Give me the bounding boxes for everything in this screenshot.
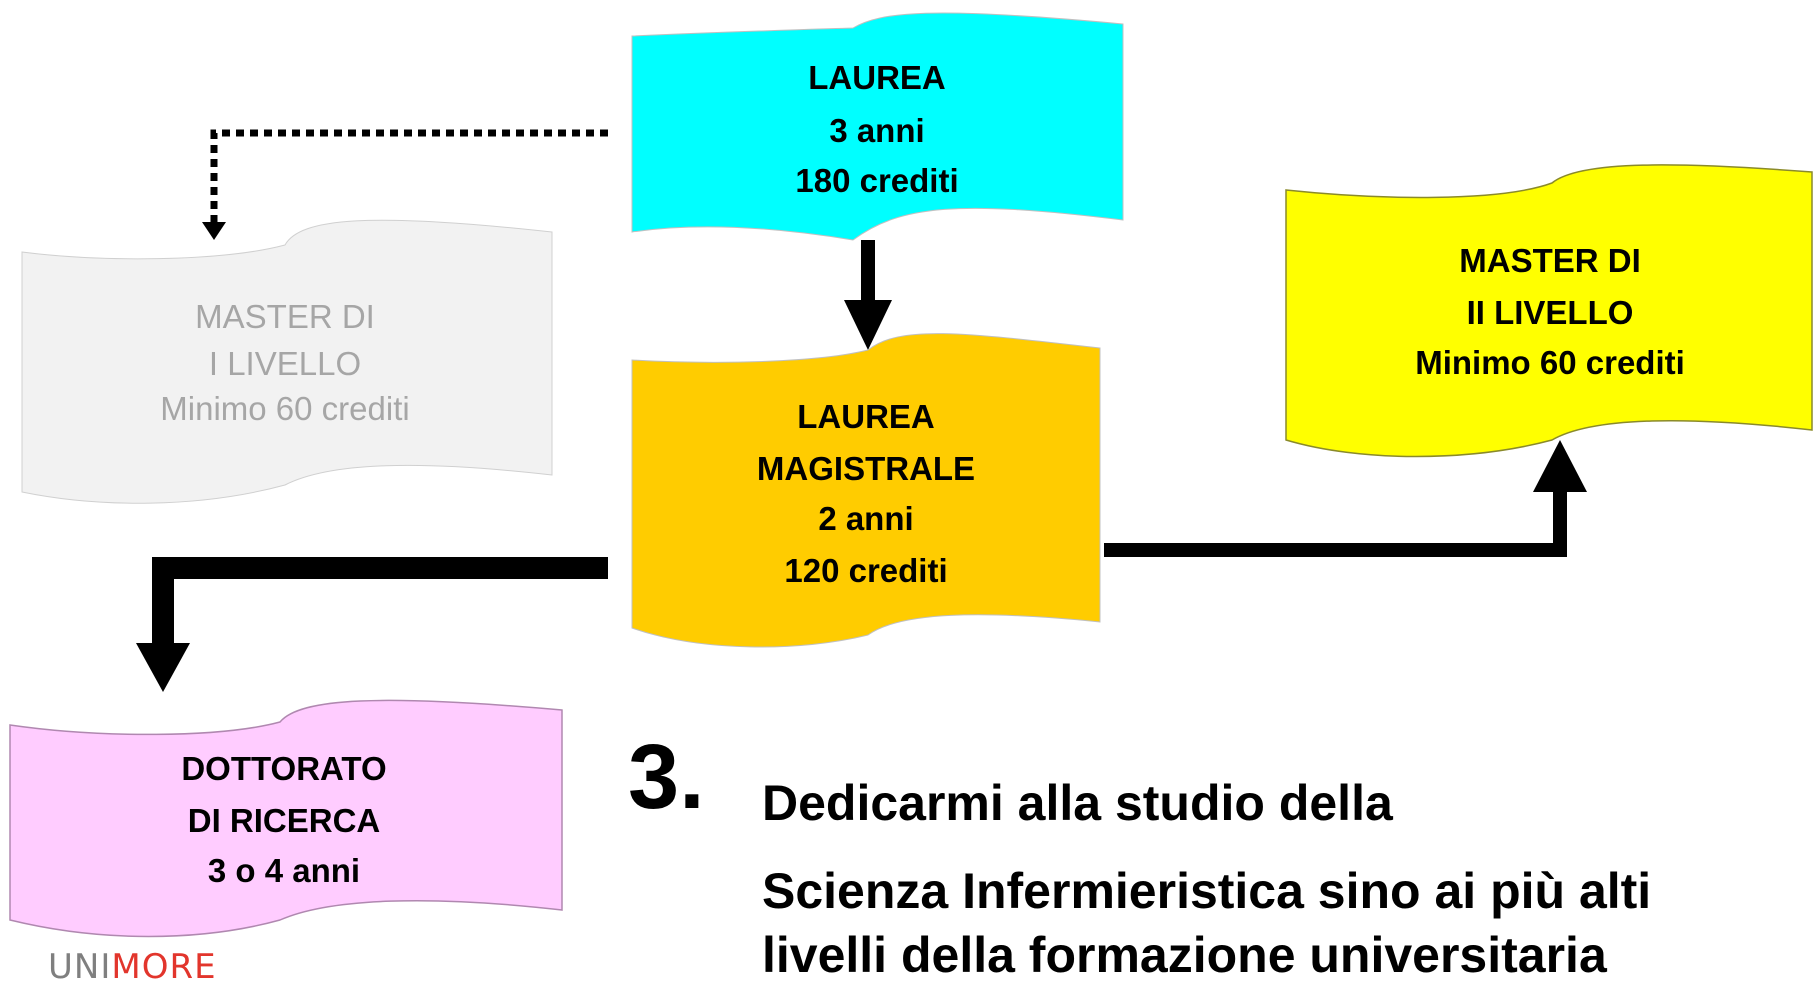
master-ii-line-1: MASTER DI (1459, 242, 1641, 279)
dottorato-line-1: DOTTORATO (181, 750, 386, 787)
caption: 3. Dedicarmi alla studio della Scienza I… (628, 726, 1651, 982)
logo-more: MORE (111, 947, 216, 982)
laurea-line-2: 3 anni (829, 112, 924, 149)
master-i-line-3: Minimo 60 crediti (160, 390, 409, 427)
caption-number: 3. (628, 726, 705, 828)
node-master-i-shape (21, 219, 553, 504)
arrow-laurea-to-magistrale-head (844, 300, 892, 350)
node-master-i: MASTER DI I LIVELLO Minimo 60 crediti (21, 219, 553, 504)
arrow-magistrale-to-master-ii-head (1533, 440, 1587, 492)
laurea-line-1: LAUREA (808, 59, 946, 96)
master-i-line-2: I LIVELLO (209, 345, 361, 382)
unimore-logo: UNIMORE (48, 947, 217, 982)
master-i-line-1: MASTER DI (195, 298, 375, 335)
dotted-connector-master-i (210, 129, 608, 222)
node-dottorato-shape (9, 699, 563, 938)
caption-line-3: livelli della formazione universitaria (762, 927, 1608, 982)
caption-line-1: Dedicarmi alla studio della (762, 775, 1394, 831)
dottorato-line-3: 3 o 4 anni (208, 852, 360, 889)
node-dottorato: DOTTORATO DI RICERCA 3 o 4 anni (9, 699, 563, 938)
arrow-magistrale-to-dottorato (152, 557, 608, 645)
node-master-ii-shape (1285, 164, 1813, 458)
dottorato-line-2: DI RICERCA (188, 802, 381, 839)
node-magistrale: LAUREA MAGISTRALE 2 anni 120 crediti (631, 333, 1101, 648)
magistrale-line-1: LAUREA (797, 398, 935, 435)
node-laurea: LAUREA 3 anni 180 crediti (631, 12, 1124, 241)
arrow-laurea-to-magistrale-shaft (861, 240, 875, 302)
laurea-line-3: 180 crediti (795, 162, 958, 199)
logo-uni: UNI (48, 947, 111, 982)
master-ii-line-3: Minimo 60 crediti (1415, 344, 1685, 381)
node-laurea-shape (631, 12, 1124, 241)
magistrale-line-2: MAGISTRALE (757, 450, 975, 487)
node-master-ii: MASTER DI II LIVELLO Minimo 60 crediti (1285, 164, 1813, 458)
caption-line-2: Scienza Infermieristica sino ai più alti (762, 863, 1651, 919)
arrow-magistrale-to-master-ii (1104, 490, 1567, 557)
node-magistrale-shape (631, 333, 1101, 648)
arrow-magistrale-to-dottorato-head (136, 643, 190, 692)
dotted-connector-arrowhead (202, 222, 226, 240)
master-ii-line-2: II LIVELLO (1467, 294, 1634, 331)
magistrale-line-4: 120 crediti (784, 552, 947, 589)
magistrale-line-3: 2 anni (818, 500, 913, 537)
